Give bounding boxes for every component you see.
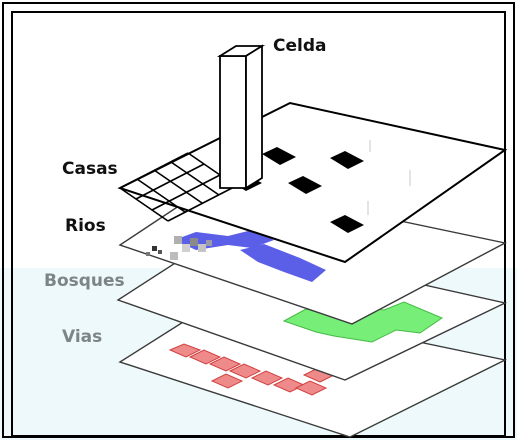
road-cell xyxy=(228,363,262,379)
house-cell xyxy=(330,215,364,233)
river-pixels xyxy=(146,236,212,260)
road-cell xyxy=(168,343,202,358)
label-celda: Celda xyxy=(273,36,327,56)
cell-column-side xyxy=(245,44,263,190)
label-casas: Casas xyxy=(62,159,118,179)
road-cells xyxy=(168,343,336,396)
inner-frame xyxy=(11,11,506,437)
house-cell xyxy=(288,176,322,194)
label-vias: Vias xyxy=(62,327,103,347)
faint-marks xyxy=(367,140,411,215)
label-bosques: Bosques xyxy=(44,271,125,291)
river-segment xyxy=(240,244,326,282)
cell-column xyxy=(216,44,266,190)
road-cell xyxy=(250,370,284,386)
cell-grid xyxy=(119,152,237,222)
label-rios: Rios xyxy=(65,216,106,236)
house-cell xyxy=(330,151,364,169)
road-cell xyxy=(188,349,222,365)
road-cell xyxy=(210,373,244,389)
house-cell xyxy=(262,147,296,165)
road-cell xyxy=(294,380,328,396)
road-cell xyxy=(208,356,242,372)
cell-column-front xyxy=(219,55,247,189)
